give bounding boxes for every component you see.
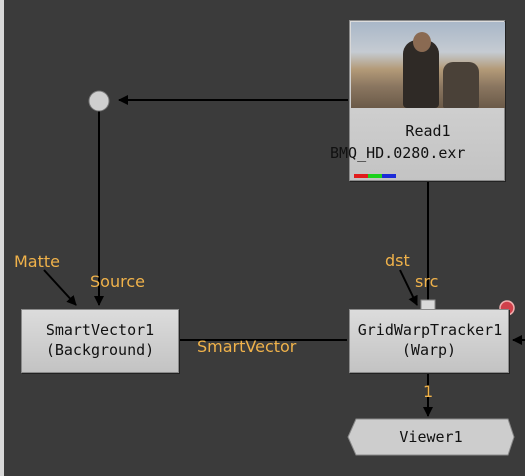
viewer-input-label: 1: [423, 382, 434, 401]
gridwarptracker-node-title: GridWarpTracker1: [357, 321, 503, 339]
channel-blue-indicator: [382, 174, 396, 178]
wire-dst-input: [399, 269, 418, 306]
matte-input-label: Matte: [14, 252, 60, 271]
read-node-title: Read1: [405, 122, 451, 140]
dot-node: [88, 90, 110, 112]
wire-matte-input: [43, 269, 77, 306]
viewer-shape: [347, 418, 515, 456]
read-node[interactable]: Read1 BMQ_HD.0280.exr: [330, 20, 505, 181]
node-graph-canvas[interactable]: Read1 BMQ_HD.0280.exr SmartVector1 (Back…: [4, 0, 525, 476]
source-input-label: Source: [90, 272, 145, 291]
smartvector-node-title: SmartVector1: [45, 321, 155, 339]
gridwarptracker-node-subtitle: (Warp): [401, 341, 457, 359]
channel-green-indicator: [368, 174, 382, 178]
read-thumbnail: [351, 22, 505, 108]
gridwarptracker-node[interactable]: GridWarpTracker1 (Warp): [349, 309, 509, 373]
read-node-filename: BMQ_HD.0280.exr: [330, 144, 466, 162]
src-input-label: src: [415, 272, 439, 291]
smartvector-link-label: SmartVector: [197, 337, 297, 356]
viewer-node[interactable]: Viewer1: [348, 419, 514, 455]
dst-input-label: dst: [385, 251, 410, 270]
channel-red-indicator: [354, 174, 368, 178]
smartvector-node[interactable]: SmartVector1 (Background): [21, 309, 179, 373]
viewer-node-label: Viewer1: [399, 428, 463, 446]
smartvector-node-subtitle: (Background): [45, 341, 155, 359]
